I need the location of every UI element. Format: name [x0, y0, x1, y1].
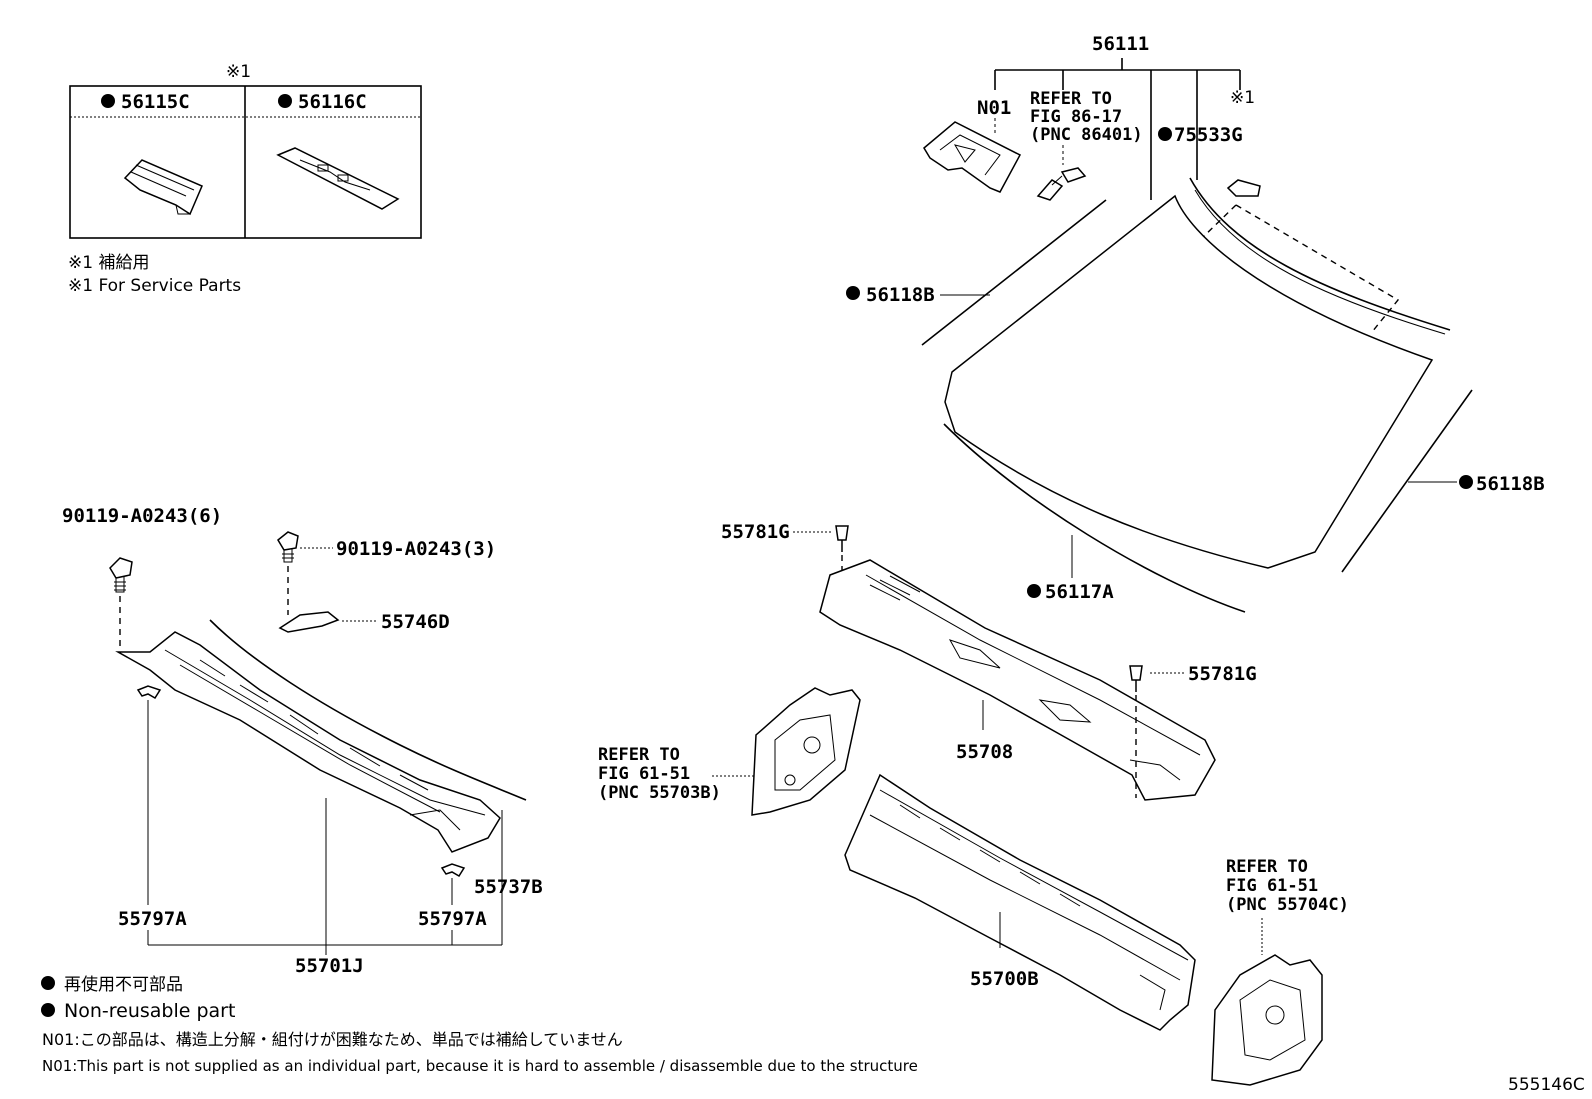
bolt-90119-left — [109, 557, 133, 593]
bracket-55746d-part — [278, 611, 340, 633]
service-note-jp: ※1 補給用 — [68, 253, 149, 273]
ref-61-right-line2: FIG 61-51 — [1226, 876, 1318, 896]
ref-61-left-line2: FIG 61-51 — [598, 764, 690, 784]
n01-note-en: N01:This part is not supplied as an indi… — [42, 1057, 918, 1075]
label-75533g: 75533G — [1174, 124, 1243, 146]
non-reusable-dot — [41, 1003, 55, 1017]
label-55797a-left: 55797A — [118, 908, 187, 930]
label-90119-3: 90119-A0243(3) — [336, 538, 496, 560]
seal-55737b — [209, 619, 527, 801]
label-mark1: ※1 — [1230, 88, 1255, 108]
side-panel-left-part — [751, 687, 861, 816]
non-reusable-dot — [101, 94, 115, 108]
non-reusable-dot — [1027, 584, 1041, 598]
label-55781g-bot: 55781G — [1188, 663, 1257, 685]
side-panel-left: REFER TO FIG 61-51 (PNC 55703B) — [598, 687, 861, 816]
label-55797a-right: 55797A — [418, 908, 487, 930]
service-note-en: ※1 For Service Parts — [68, 276, 241, 296]
label-55701j: 55701J — [295, 955, 364, 977]
label-56118b-right: 56118B — [1476, 473, 1545, 495]
label-56111: 56111 — [1092, 33, 1149, 55]
clip-56116c-part — [276, 147, 400, 210]
cowl-top-55708-part — [819, 559, 1216, 801]
molding-75533g — [1189, 177, 1451, 331]
legend-en: Non-reusable part — [64, 1000, 235, 1022]
part-75533g — [1226, 179, 1261, 197]
n01-note-jp: N01:この部品は、構造上分解・組付けが困難なため、単品では補給していません — [42, 1030, 623, 1049]
ref-86-line3: (PNC 86401) — [1030, 125, 1143, 145]
label-90119-6: 90119-A0243(6) — [62, 505, 222, 527]
clip-55797a-right — [440, 863, 466, 878]
label-55781g-top: 55781G — [721, 521, 790, 543]
non-reusable-dot — [846, 286, 860, 300]
ref-61-right-line3: (PNC 55704C) — [1226, 895, 1349, 915]
ref-61-right-line1: REFER TO — [1226, 857, 1308, 877]
cowl-panel-55700b-part — [844, 773, 1196, 1031]
molding-56117a — [943, 423, 1246, 613]
n01-bracket-part — [923, 121, 1022, 193]
sensor-part — [1036, 167, 1087, 201]
non-reusable-dot — [41, 976, 55, 990]
label-n01: N01 — [977, 97, 1011, 119]
cowl-louver-assembly: 90119-A0243(6) 90119-A0243(3) 55746D — [62, 505, 543, 977]
clip-55781g-top — [835, 525, 849, 552]
non-reusable-dot — [278, 94, 292, 108]
molding-56118b-top-left — [921, 199, 1107, 346]
molding-56118b-right — [1341, 389, 1473, 573]
cowl-top-assembly: 55781G 55781G 55708 — [721, 521, 1257, 801]
windshield-assembly: 56111 N01 REFER TO FIG 86-17 (PNC 86401)… — [846, 33, 1545, 613]
legend-jp: 再使用不可部品 — [64, 974, 183, 995]
box-marker: ※1 — [226, 62, 251, 82]
cowl-louver-55701j-part — [115, 631, 501, 853]
cowl-panel-55700b: 55700B — [844, 773, 1196, 1031]
label-56117a: 56117A — [1045, 581, 1114, 603]
ref-86-line1: REFER TO — [1030, 89, 1112, 109]
non-reusable-dot — [1459, 475, 1473, 489]
legend: 再使用不可部品 Non-reusable part N01:この部品は、構造上分… — [41, 974, 918, 1075]
label-56115c: 56115C — [121, 91, 190, 113]
ref-86-line2: FIG 86-17 — [1030, 107, 1122, 127]
clip-56115c-part — [123, 159, 203, 216]
label-55746d: 55746D — [381, 611, 450, 633]
label-55708: 55708 — [956, 741, 1013, 763]
non-reusable-dot — [1158, 127, 1172, 141]
clip-55797a-left — [136, 685, 162, 700]
label-55700b: 55700B — [970, 968, 1039, 990]
label-55737b: 55737B — [474, 876, 543, 898]
bolt-90119-right — [277, 531, 299, 563]
side-panel-right: REFER TO FIG 61-51 (PNC 55704C) — [1211, 857, 1349, 1086]
service-parts-box: ※1 56115C 56116C — [69, 62, 422, 239]
figure-id: 555146C — [1508, 1075, 1585, 1095]
windshield-glass — [944, 194, 1434, 569]
label-56116c: 56116C — [298, 91, 367, 113]
ref-61-left-line1: REFER TO — [598, 745, 680, 765]
label-56118b-left: 56118B — [866, 284, 935, 306]
ref-61-left-line3: (PNC 55703B) — [598, 783, 721, 803]
clip-55781g-bot — [1129, 665, 1143, 692]
